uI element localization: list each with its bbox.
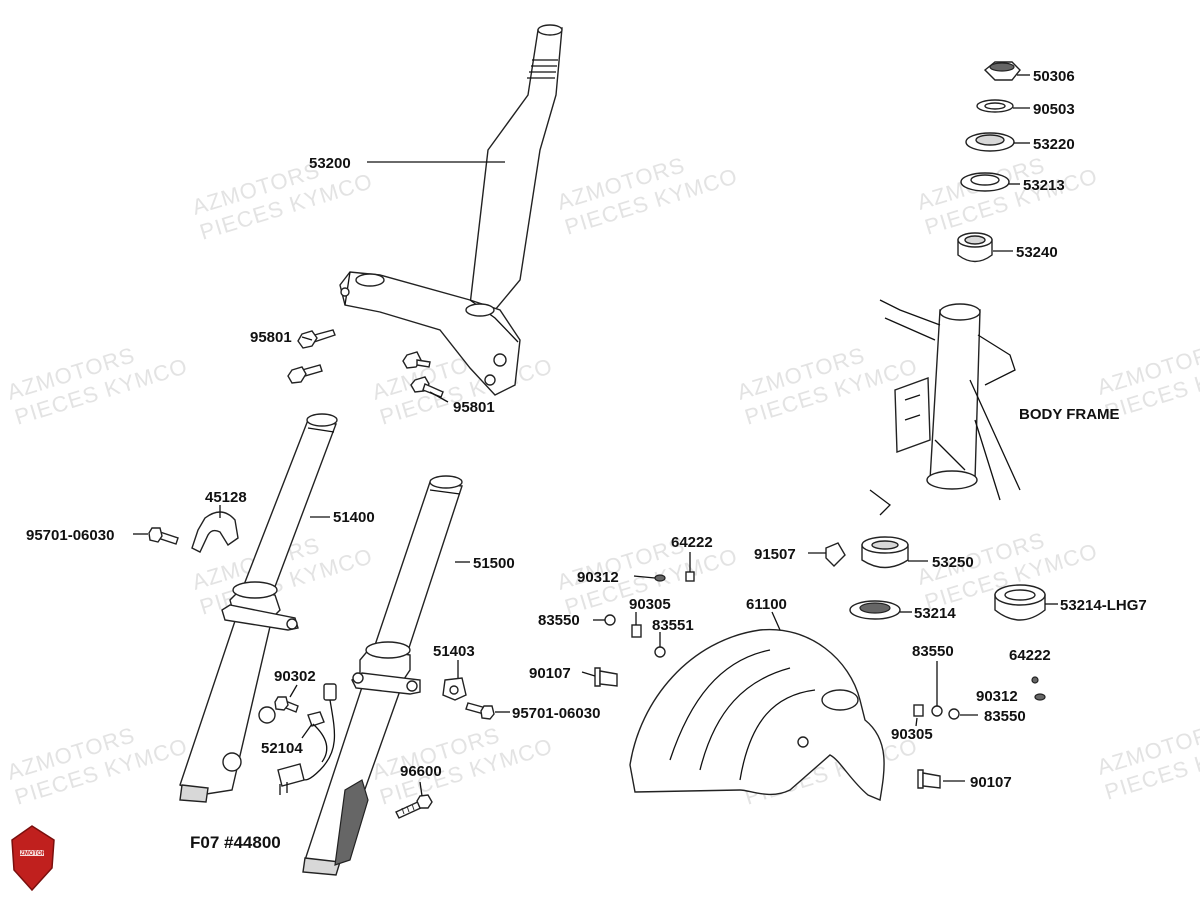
clip-91507[interactable] [825, 542, 846, 567]
label-90305-a[interactable]: 90305 [629, 596, 671, 613]
label-83550-c[interactable]: 83550 [984, 708, 1026, 725]
bolt-95801-right1[interactable] [402, 351, 431, 369]
bolt-95701-left[interactable] [148, 527, 179, 545]
label-90305-b[interactable]: 90305 [891, 726, 933, 743]
label-64222-b[interactable]: 64222 [1009, 647, 1051, 664]
label-95701-left[interactable]: 95701-06030 [26, 527, 114, 544]
label-95701-right[interactable]: 95701-06030 [512, 705, 600, 722]
bolt-95801-mid[interactable] [287, 364, 323, 384]
label-53214[interactable]: 53214 [914, 605, 956, 622]
label-95801-upper[interactable]: 95801 [250, 329, 292, 346]
fork-tube-51400-drawing[interactable] [179, 413, 338, 803]
bearing-53240[interactable] [957, 232, 993, 263]
sensor-52104[interactable] [299, 683, 337, 781]
label-61100[interactable]: 61100 [746, 596, 787, 613]
label-53220[interactable]: 53220 [1033, 136, 1075, 153]
label-95801-lower[interactable]: 95801 [453, 399, 495, 416]
label-53200[interactable]: 53200 [309, 155, 351, 172]
label-50306[interactable]: 50306 [1033, 68, 1075, 85]
label-53250[interactable]: 53250 [932, 554, 974, 571]
leader-lines [133, 74, 1058, 797]
label-64222-a[interactable]: 64222 [671, 534, 713, 551]
bolt-90302[interactable] [274, 696, 299, 713]
label-90107-a[interactable]: 90107 [529, 665, 571, 682]
label-53214-lhg7[interactable]: 53214-LHG7 [1060, 597, 1147, 614]
label-91507[interactable]: 91507 [754, 546, 796, 563]
label-83551[interactable]: 83551 [652, 617, 694, 634]
race-53220[interactable] [965, 132, 1015, 152]
label-body-frame[interactable]: BODY FRAME [1019, 406, 1120, 423]
label-90503[interactable]: 90503 [1033, 101, 1075, 118]
body-frame-drawing[interactable] [869, 299, 1021, 516]
bolt-95701-right[interactable] [465, 702, 495, 720]
front-fender-61100-drawing[interactable] [629, 628, 885, 801]
bolt-95801-upper[interactable] [297, 329, 336, 349]
bracket-51403[interactable] [442, 677, 467, 701]
label-83550-b[interactable]: 83550 [912, 643, 954, 660]
connector-f07[interactable] [277, 763, 305, 795]
logo-text: AZMOTORS [16, 851, 50, 857]
seal-53214-lhg7[interactable] [994, 584, 1046, 621]
label-90312-b[interactable]: 90312 [976, 688, 1018, 705]
nut-50306[interactable] [983, 61, 1021, 81]
azmotors-logo: AZMOTORS [11, 825, 55, 892]
label-f07[interactable]: F07 #44800 [190, 833, 281, 852]
part-labels: 50306 90503 53220 53213 53240 53200 9580… [26, 68, 1147, 852]
label-51403[interactable]: 51403 [433, 643, 475, 660]
label-90107-b[interactable]: 90107 [970, 774, 1012, 791]
label-51500[interactable]: 51500 [473, 555, 515, 572]
label-53213[interactable]: 53213 [1023, 177, 1065, 194]
label-96600[interactable]: 96600 [400, 763, 442, 780]
label-51400[interactable]: 51400 [333, 509, 375, 526]
label-52104[interactable]: 52104 [261, 740, 303, 757]
label-90312-a[interactable]: 90312 [577, 569, 619, 586]
label-53240[interactable]: 53240 [1016, 244, 1058, 261]
bolt-90107-right[interactable] [917, 769, 941, 789]
label-45128[interactable]: 45128 [205, 489, 247, 506]
fork-tube-51500-drawing[interactable] [302, 475, 463, 876]
seal-53214[interactable] [849, 600, 901, 620]
race-53213[interactable] [960, 172, 1010, 192]
label-83550-a[interactable]: 83550 [538, 612, 580, 629]
label-90302[interactable]: 90302 [274, 668, 316, 685]
washer-90503[interactable] [976, 99, 1014, 113]
logo-shield-icon [11, 825, 55, 892]
bolt-95801-right2[interactable] [410, 376, 444, 398]
clamp-45128[interactable] [191, 511, 239, 553]
race-53250[interactable] [861, 536, 909, 569]
bolt-90107-left[interactable] [594, 667, 618, 687]
steering-stem-drawing[interactable] [339, 24, 563, 396]
bolt-96600[interactable] [395, 794, 433, 819]
